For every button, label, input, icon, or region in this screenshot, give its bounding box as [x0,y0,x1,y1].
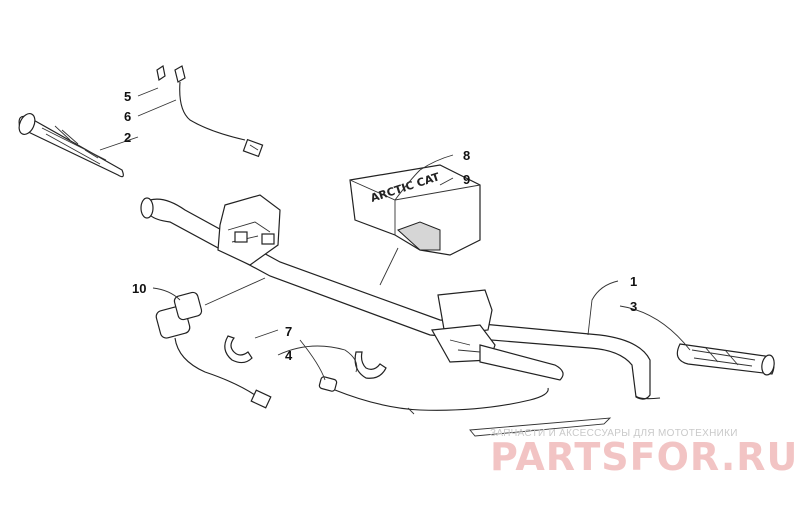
left-switch-housing [217,194,281,266]
right-grip [676,343,775,376]
grip-heater-wire [156,65,264,158]
throttle-assembly [431,289,564,381]
callout-7: 7 [285,324,292,339]
callout-10: 10 [132,281,146,296]
bar-pad: ARCTIC CAT [349,164,481,256]
callout-2: 2 [124,130,131,145]
callout-3: 3 [630,299,637,314]
throttle-heater-wire [318,376,612,437]
callout-5: 5 [124,89,131,104]
callout-6: 6 [124,109,131,124]
callout-4: 4 [285,348,293,363]
callout-9: 9 [463,172,470,187]
leader-lines [99,87,691,381]
watermark-tagline: ЗАПЧАСТИ И АКСЕССУАРЫ ДЛЯ МОТОТЕХНИКИ [490,428,738,439]
handlebar [140,197,661,400]
callout-1: 1 [630,274,637,289]
callout-8: 8 [463,148,470,163]
watermark-site: PARTSFOR.RU [490,435,798,479]
thumb-warmer-switch [155,291,272,409]
left-grip [18,113,124,178]
clamp-ring [224,335,387,379]
